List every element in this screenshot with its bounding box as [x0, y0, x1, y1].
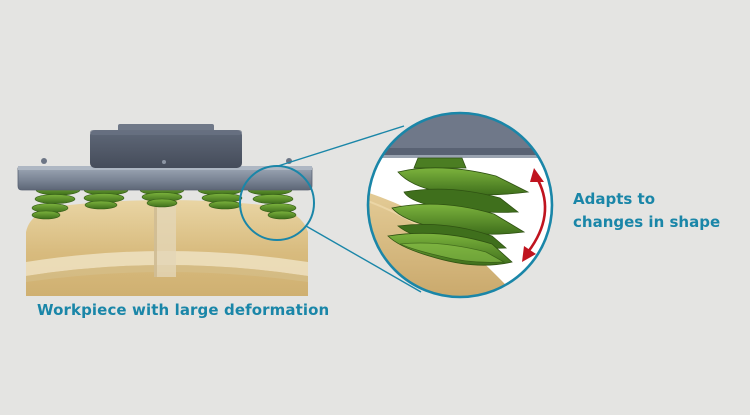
magnified-view	[366, 111, 554, 299]
motion-arrow-icon	[522, 168, 547, 262]
adapts-caption-line-1: Adapts to	[573, 190, 656, 208]
magnifier-ring	[366, 111, 554, 299]
adapts-caption-line-2: changes in shape	[573, 213, 721, 231]
gripper-body	[90, 124, 242, 168]
connector-line-bottom	[305, 225, 422, 293]
workpiece-caption: Workpiece with large deformation	[37, 301, 330, 319]
connector-line-top	[277, 125, 405, 167]
workpiece	[26, 200, 308, 296]
focus-circle	[239, 165, 315, 241]
adapts-caption: Adapts to changes in shape	[573, 188, 720, 234]
